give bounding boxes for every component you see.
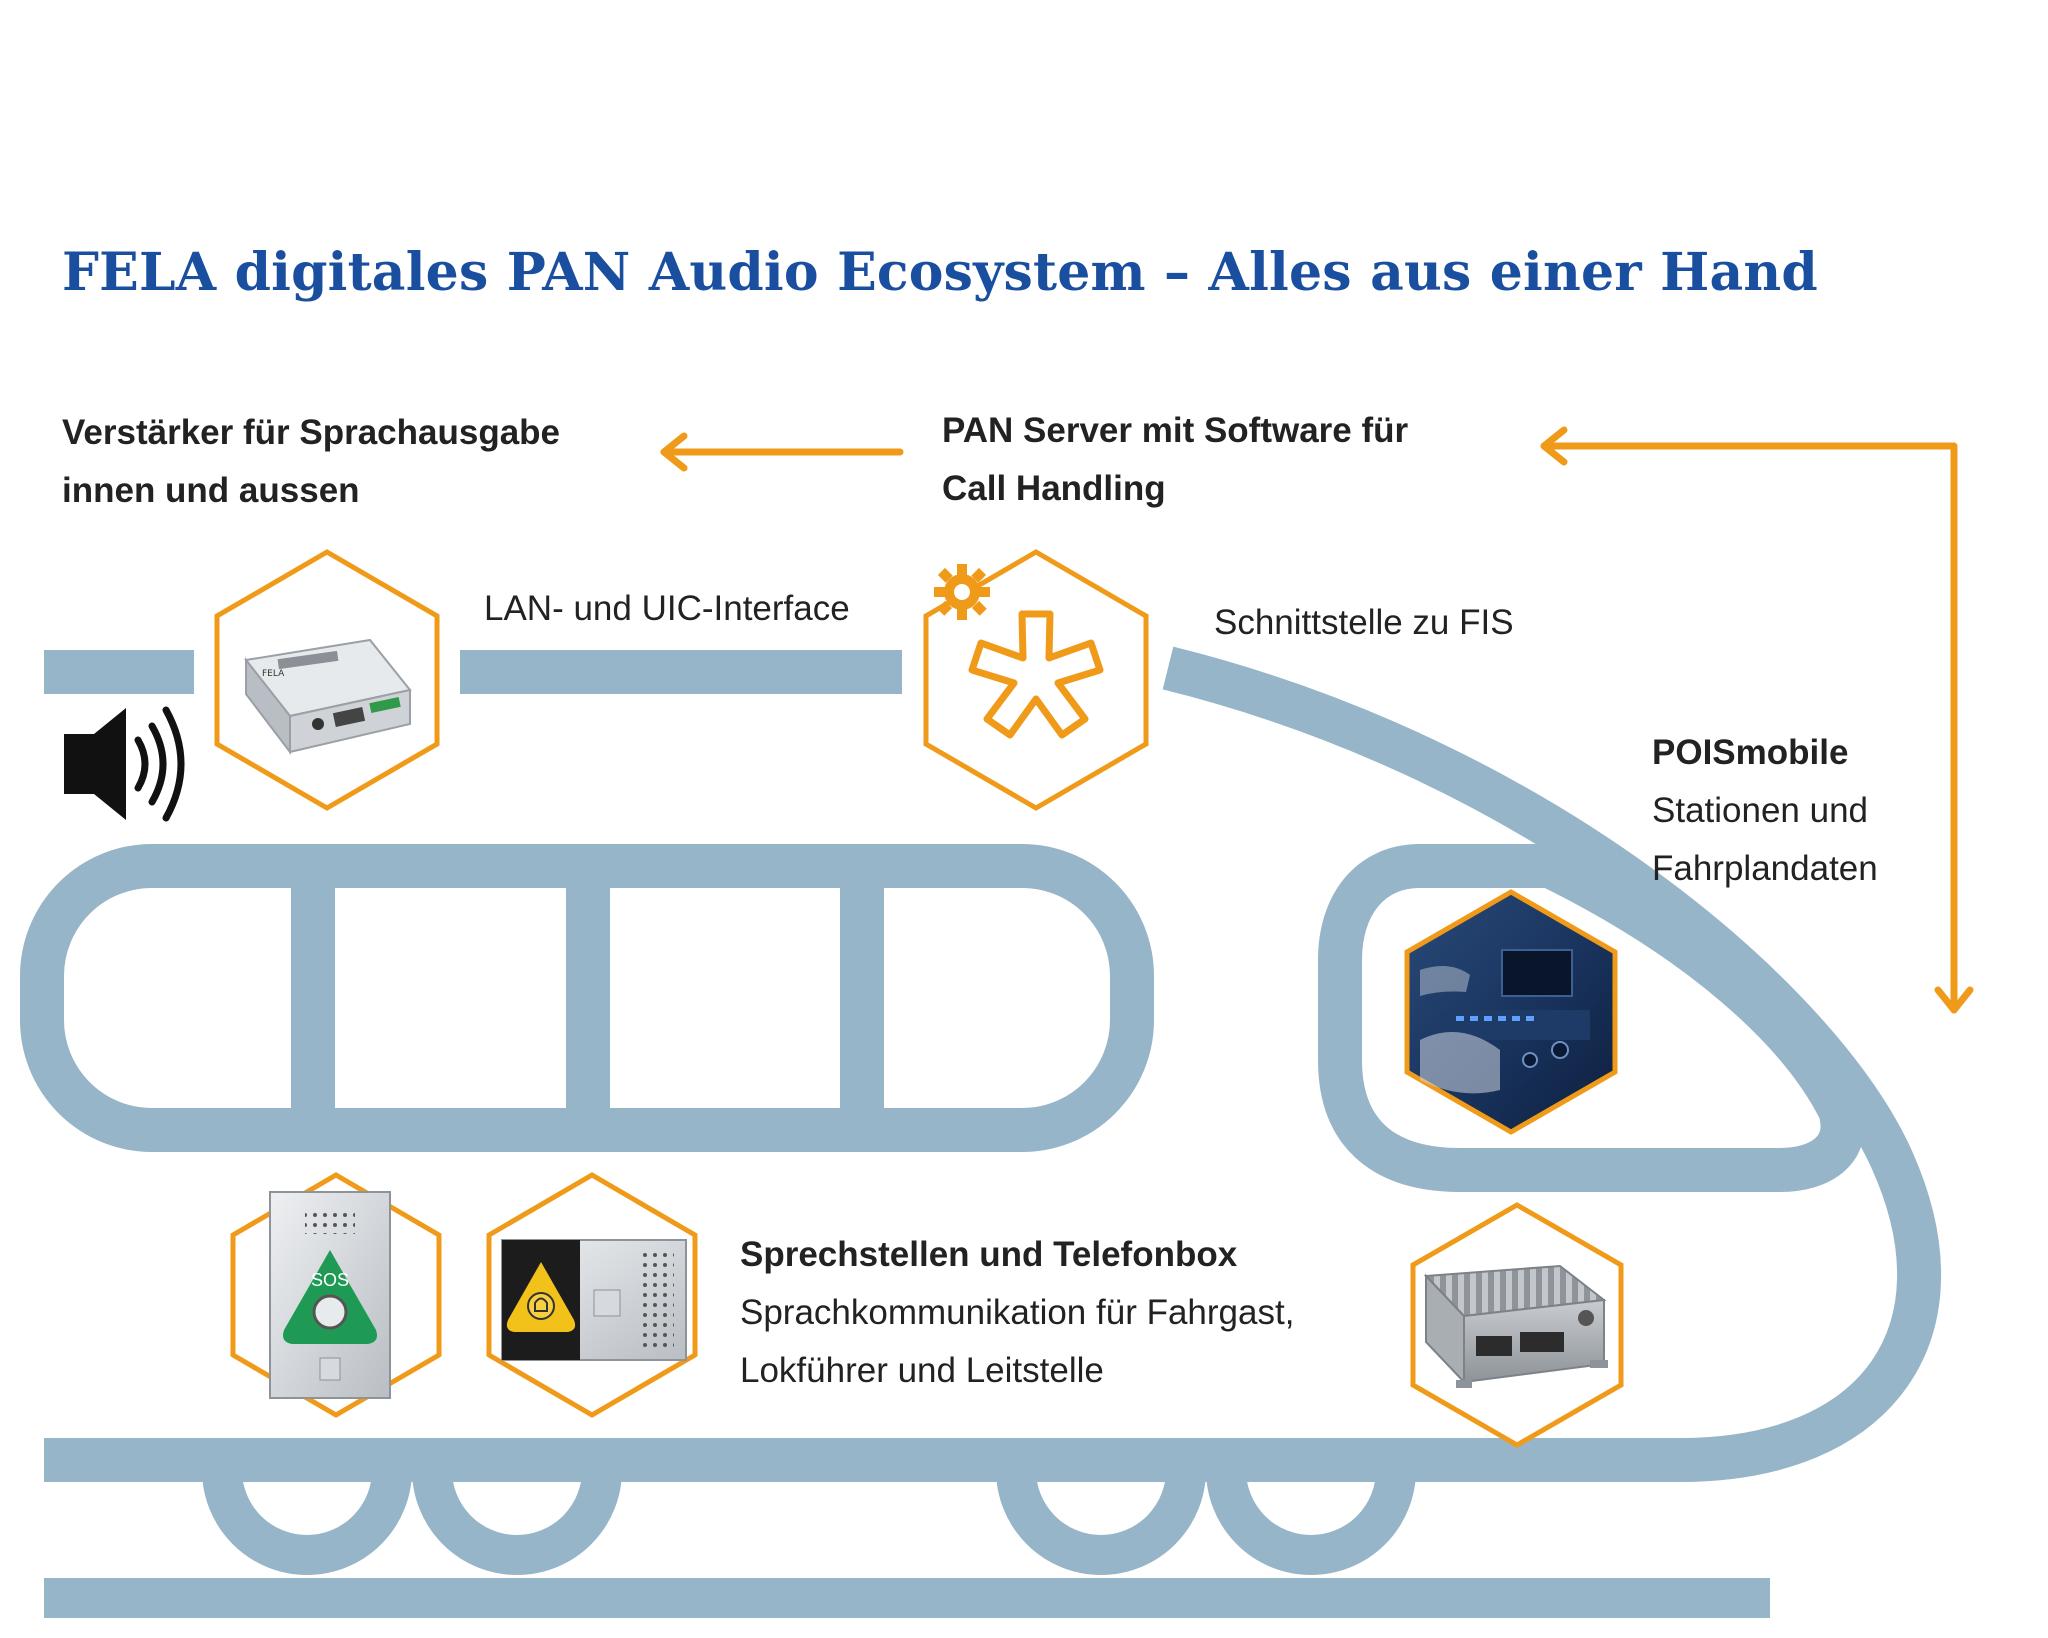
label-pois-line2: Fahrplandaten [1652,849,1878,888]
hex-server [923,549,1149,811]
label-intercom-line2: Lokführer und Leitstelle [740,1351,1104,1390]
label-pois: POISmobile Stationen und Fahrplandaten [1652,724,1878,898]
label-server: PAN Server mit Software für Call Handlin… [942,402,1408,518]
label-amplifier-line2: innen und aussen [62,471,360,510]
diagram-title: FELA digitales PAN Audio Ecosystem – All… [62,242,1818,303]
asterisk-icon [968,610,1104,739]
arrows [660,426,1974,1014]
label-amplifier: Verstärker für Sprachausgabe innen und a… [62,404,560,520]
sos-panel-image: SOS [269,1191,391,1399]
label-intercom: Sprechstellen und Telefonbox Sprachkommu… [740,1226,1294,1400]
label-pois-line1: Stationen und [1652,791,1869,830]
hex-driver-cab [1404,889,1618,1135]
label-lan-interface: LAN- und UIC-Interface [484,589,850,628]
cab-window [1318,844,1865,1192]
arrow-server-to-amplifier [660,432,904,472]
telefonbox-device-image [1423,1264,1608,1388]
bell-icon [534,1297,548,1312]
svg-text:FELA: FELA [262,669,285,679]
hex-telefonbox [1410,1202,1624,1448]
hex-call-panel [486,1172,698,1418]
amplifier-device-image: FELA [244,638,412,755]
gear-icon [934,564,990,620]
train-nose [44,646,1942,1482]
label-pois-title: POISmobile [1652,733,1849,772]
label-fis-interface: Schnittstelle zu FIS [1214,603,1514,642]
bogie-rear [996,1469,1416,1575]
speaker-icon [64,706,185,822]
hex-amplifier: FELA [214,549,440,811]
label-server-line2: Call Handling [942,469,1166,508]
hex-sos-intercom: SOS [230,1172,442,1418]
label-intercom-line1: Sprachkommunikation für Fahrgast, [740,1293,1295,1332]
bogie-front-left [202,1469,622,1575]
label-intercom-title: Sprechstellen und Telefonbox [740,1235,1238,1274]
label-amplifier-line1: Verstärker für Sprachausgabe [62,413,561,452]
train-outline [20,646,1942,1618]
arrow-pois-to-server [1540,426,1974,1014]
cab-console-image [1420,949,1590,1094]
sos-label: SOS [311,1270,349,1290]
label-server-line1: PAN Server mit Software für [942,411,1409,450]
call-panel-image [501,1239,687,1361]
